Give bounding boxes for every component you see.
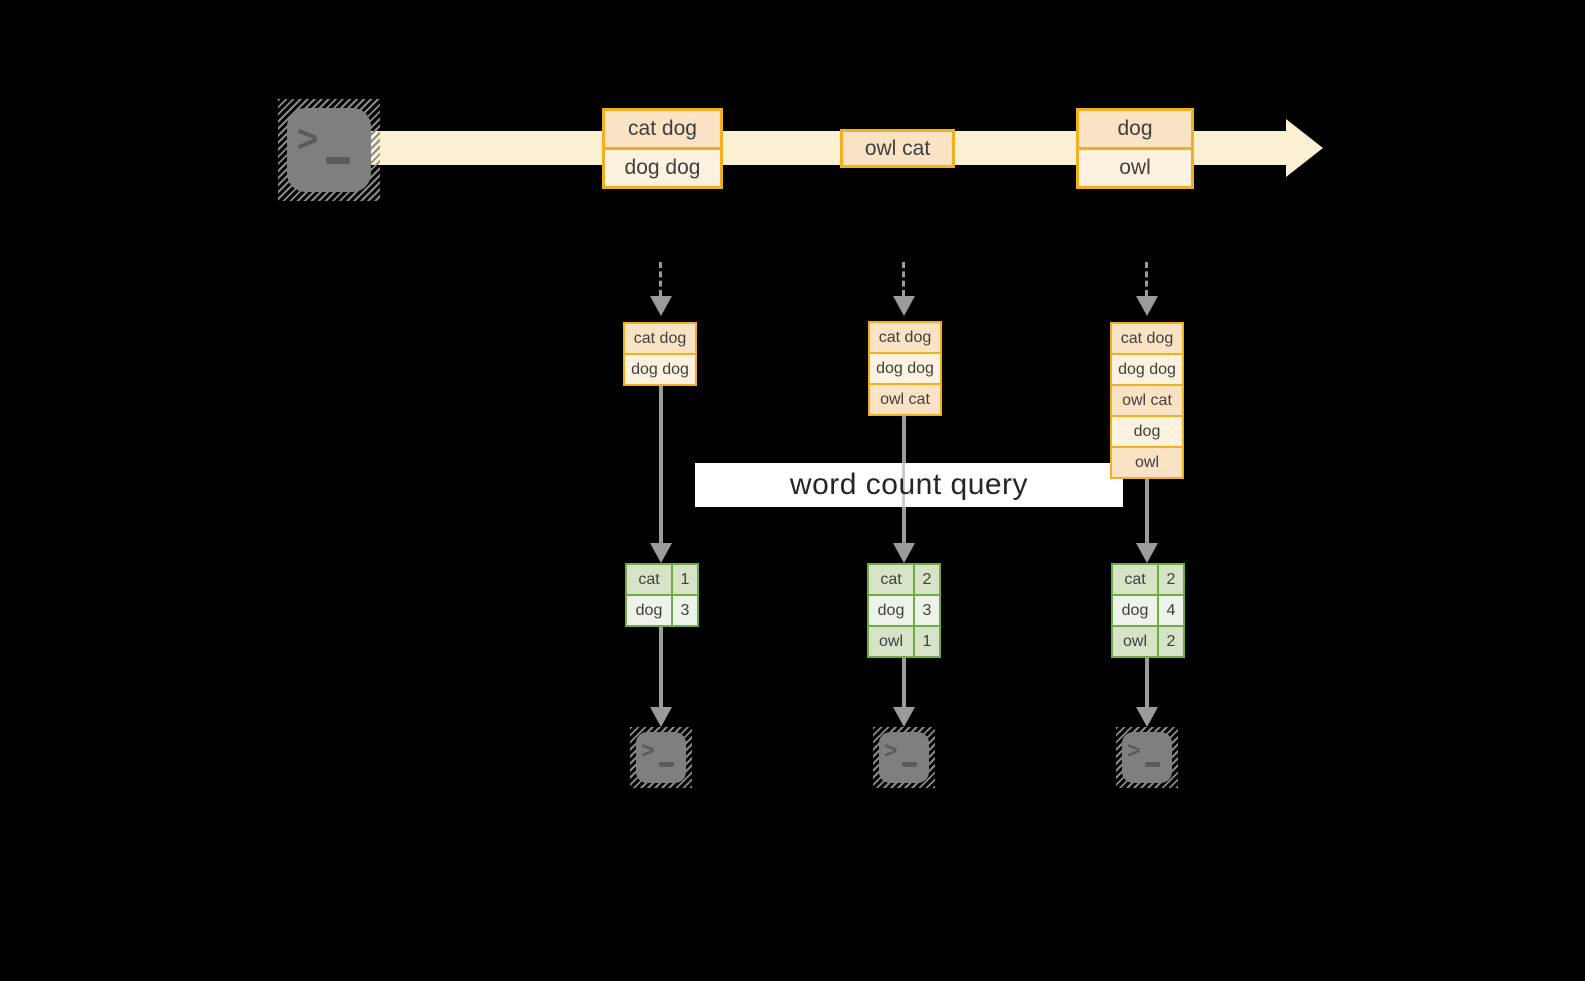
batch-to-table-arrow bbox=[1145, 262, 1148, 296]
batch-box-2: owl cat bbox=[840, 129, 955, 168]
word-cell: owl bbox=[1122, 632, 1147, 650]
console-terminal-icon: > bbox=[873, 727, 935, 788]
count-cell: 3 bbox=[913, 596, 939, 625]
batch-to-table-arrow bbox=[659, 262, 662, 296]
result-row: cat 2 bbox=[869, 565, 939, 594]
word-cell: dog bbox=[877, 601, 905, 619]
result-row: cat 2 bbox=[1113, 565, 1183, 594]
terminal-body bbox=[1121, 732, 1173, 783]
batch-box-1: cat dog dog dog bbox=[602, 108, 723, 189]
input-stream-arrowhead-icon bbox=[1286, 119, 1323, 177]
input-row: cat dog bbox=[1112, 324, 1182, 353]
input-row: owl cat bbox=[1112, 384, 1182, 415]
query-flow-arrow bbox=[659, 384, 663, 543]
result-table-3: cat 2 dog 4 owl 2 bbox=[1111, 563, 1185, 658]
result-row: dog 3 bbox=[869, 594, 939, 625]
batch-line: dog bbox=[1079, 111, 1191, 147]
output-arrow bbox=[902, 658, 906, 707]
output-arrow bbox=[1145, 658, 1149, 707]
terminal-cursor-icon bbox=[326, 157, 350, 164]
input-row: owl cat bbox=[870, 383, 940, 414]
result-row: owl 1 bbox=[869, 625, 939, 656]
count-cell: 1 bbox=[671, 565, 697, 594]
count-cell: 4 bbox=[1157, 596, 1183, 625]
count-cell: 2 bbox=[913, 565, 939, 594]
batch-to-table-arrowhead-icon bbox=[650, 296, 672, 316]
word-cell: cat bbox=[880, 570, 902, 588]
word-cell: dog bbox=[635, 601, 663, 619]
output-arrowhead-icon bbox=[893, 707, 915, 727]
terminal-prompt-icon: > bbox=[1127, 737, 1141, 763]
count-cell: 2 bbox=[1157, 627, 1183, 656]
terminal-cursor-icon bbox=[659, 762, 674, 767]
batch-line: dog dog bbox=[605, 147, 720, 186]
source-terminal-icon: > bbox=[278, 99, 380, 201]
batch-line: owl bbox=[1079, 147, 1191, 186]
terminal-prompt-icon: > bbox=[884, 737, 898, 763]
query-flow-arrow-overlay bbox=[902, 463, 905, 507]
query-flow-arrowhead-icon bbox=[650, 543, 672, 563]
input-row: dog dog bbox=[870, 352, 940, 383]
result-row: owl 2 bbox=[1113, 625, 1183, 656]
word-count-query-banner: word count query bbox=[695, 463, 1123, 507]
result-table-2: cat 2 dog 3 owl 1 bbox=[867, 563, 941, 658]
result-row: dog 3 bbox=[627, 594, 697, 625]
batch-line: owl cat bbox=[843, 132, 952, 165]
input-row: cat dog bbox=[870, 323, 940, 352]
input-row: cat dog bbox=[625, 324, 695, 353]
terminal-prompt-icon: > bbox=[297, 116, 319, 160]
input-row: dog dog bbox=[625, 353, 695, 384]
batch-to-table-arrowhead-icon bbox=[1136, 296, 1158, 316]
word-cell: cat bbox=[1124, 570, 1146, 588]
count-cell: 1 bbox=[913, 627, 939, 656]
input-table-1: cat dog dog dog bbox=[623, 322, 697, 386]
word-cell: cat bbox=[638, 570, 660, 588]
batch-to-table-arrowhead-icon bbox=[893, 296, 915, 316]
terminal-prompt-icon: > bbox=[641, 737, 655, 763]
query-flow-arrowhead-icon bbox=[1136, 543, 1158, 563]
batch-line: cat dog bbox=[605, 111, 720, 147]
terminal-body bbox=[287, 108, 371, 192]
input-row: dog dog bbox=[1112, 353, 1182, 384]
result-row: cat 1 bbox=[627, 565, 697, 594]
input-row: dog bbox=[1112, 415, 1182, 446]
output-arrowhead-icon bbox=[650, 707, 672, 727]
terminal-cursor-icon bbox=[1145, 762, 1160, 767]
console-terminal-icon: > bbox=[1116, 727, 1178, 788]
batch-box-3: dog owl bbox=[1076, 108, 1194, 189]
output-arrow bbox=[659, 627, 663, 707]
result-table-1: cat 1 dog 3 bbox=[625, 563, 699, 627]
count-cell: 2 bbox=[1157, 565, 1183, 594]
query-flow-arrowhead-icon bbox=[893, 543, 915, 563]
batch-to-table-arrow bbox=[902, 262, 905, 296]
input-table-3: cat dog dog dog owl cat dog owl bbox=[1110, 322, 1184, 479]
word-cell: owl bbox=[878, 632, 903, 650]
output-arrowhead-icon bbox=[1136, 707, 1158, 727]
query-banner-label: word count query bbox=[789, 468, 1029, 501]
console-terminal-icon: > bbox=[630, 727, 692, 788]
terminal-body bbox=[878, 732, 930, 783]
count-cell: 3 bbox=[671, 596, 697, 625]
input-row: owl bbox=[1112, 446, 1182, 477]
input-table-2: cat dog dog dog owl cat bbox=[868, 321, 942, 416]
word-cell: dog bbox=[1121, 601, 1149, 619]
terminal-cursor-icon bbox=[902, 762, 917, 767]
terminal-body bbox=[635, 732, 687, 783]
result-row: dog 4 bbox=[1113, 594, 1183, 625]
query-flow-arrow bbox=[1145, 479, 1149, 543]
